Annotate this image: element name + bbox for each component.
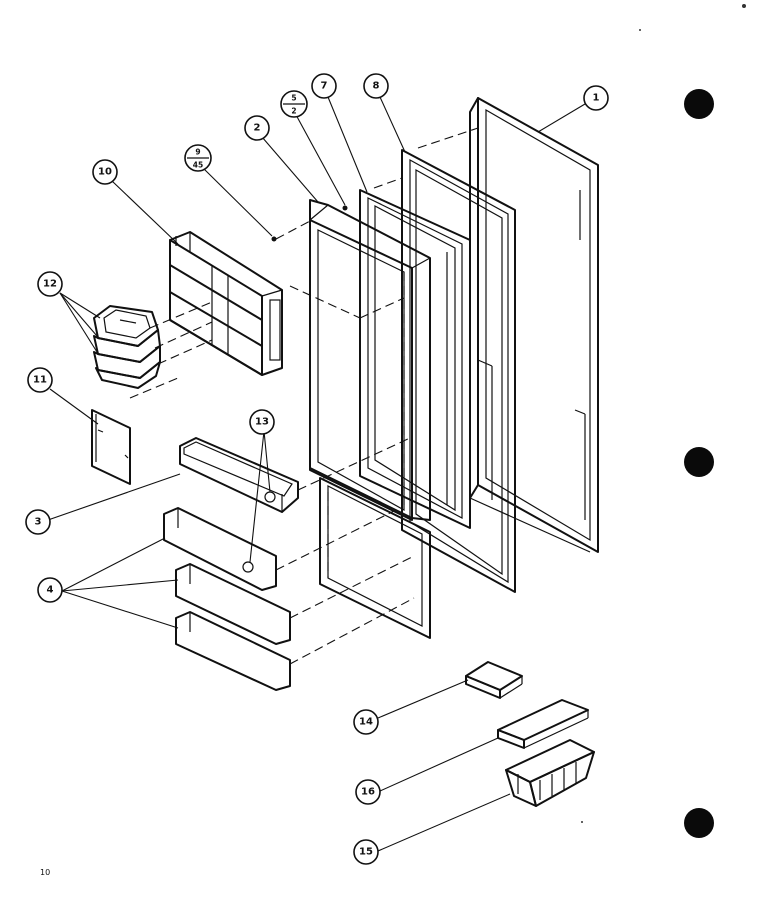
page-number: 10 (40, 868, 50, 877)
callout-4-label: 4 (47, 585, 54, 596)
punch-hole-top (684, 89, 714, 119)
callout-16-label: 16 (361, 787, 375, 798)
callout-9-bottom-label: 45 (193, 161, 203, 170)
callout-4: 4 (37, 577, 63, 603)
part-3-door-bin (179, 437, 299, 513)
part-16-bin-lid (497, 699, 589, 749)
part-1-door-panel (469, 97, 599, 553)
scan-speck (742, 4, 746, 8)
callout-2-label: 2 (254, 123, 261, 134)
callout-5-bottom-label: 2 (291, 107, 296, 116)
callout-8: 8 (363, 73, 389, 99)
callout-12-label: 12 (43, 279, 57, 290)
leader-lines (47, 96, 586, 852)
callout-3-label: 3 (35, 517, 42, 528)
callout-11: 11 (27, 367, 53, 393)
callout-13: 13 (249, 409, 275, 435)
callout-13-label: 13 (255, 417, 269, 428)
callout-3: 3 (25, 509, 51, 535)
callout-1: 1 (583, 85, 609, 111)
punch-hole-middle (684, 447, 714, 477)
part-8-gasket (401, 149, 516, 593)
callout-7-label: 7 (321, 81, 328, 92)
callout-1-label: 1 (593, 93, 600, 104)
callout-10-label: 10 (98, 167, 112, 178)
part-14-small-tray (465, 661, 523, 699)
callout-15-label: 15 (359, 847, 373, 858)
callout-14-label: 14 (359, 717, 373, 728)
scan-speck (639, 29, 641, 31)
assembly-lines (129, 127, 479, 665)
part-5-fastener (342, 205, 348, 211)
callout-10: 10 (92, 159, 118, 185)
part-12-stacked-containers (93, 305, 161, 389)
callout-5-top-label: 5 (291, 94, 296, 103)
part-9-screw (271, 236, 277, 242)
callout-16: 16 (355, 779, 381, 805)
callout-15: 15 (353, 839, 379, 865)
scan-speck (581, 821, 583, 823)
part-15-ice-bin (505, 739, 595, 807)
callout-7: 7 (311, 73, 337, 99)
part-4-door-bin-middle (175, 563, 291, 645)
part-2-door-liner (309, 199, 431, 639)
part-11-dairy-door (91, 409, 131, 485)
callout-2: 2 (244, 115, 270, 141)
callout-9-top-label: 9 (195, 148, 200, 157)
callout-9-45: 9 45 (184, 144, 212, 172)
punch-hole-bottom (684, 808, 714, 838)
callout-12: 12 (37, 271, 63, 297)
part-7-breaker-frame (359, 189, 471, 529)
part-10-dairy-rack (169, 231, 283, 376)
part-4-door-bin-top (163, 507, 277, 591)
callout-14: 14 (353, 709, 379, 735)
part-4-door-bin-bottom (175, 611, 291, 691)
callout-5-2: 5 2 (280, 90, 308, 118)
callout-11-label: 11 (33, 375, 47, 386)
callout-8-label: 8 (373, 81, 380, 92)
